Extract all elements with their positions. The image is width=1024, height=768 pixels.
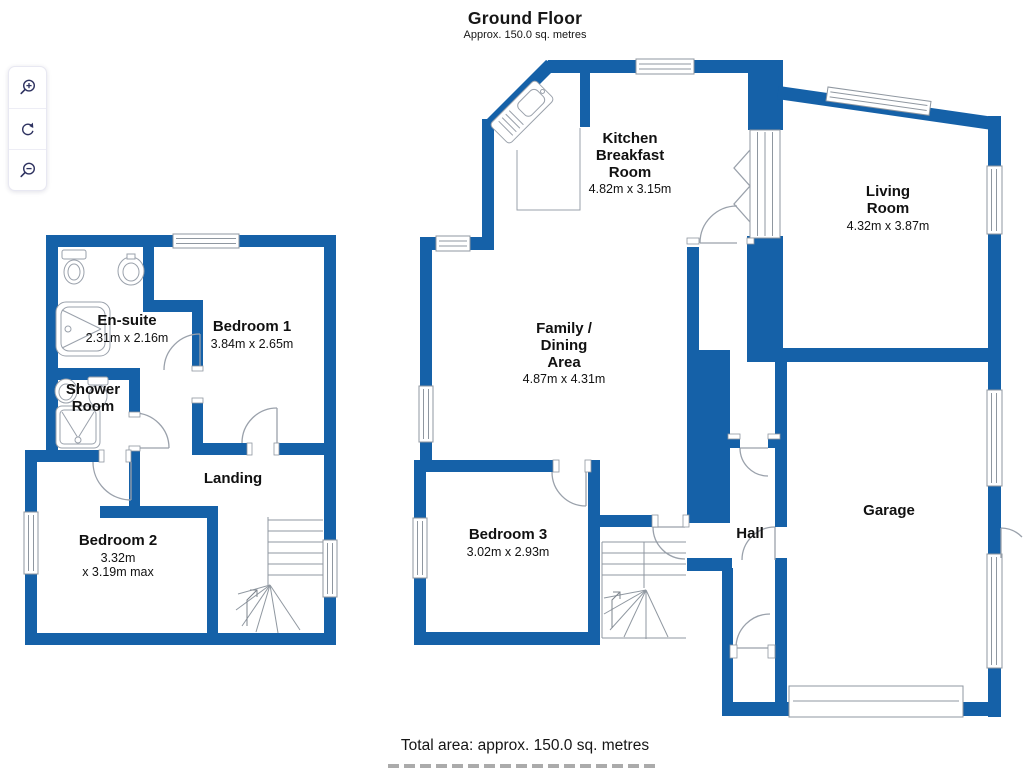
room-label-shower: Shower Room — [65, 381, 121, 416]
left-building-windows — [23, 233, 338, 598]
garage-door — [788, 685, 964, 718]
toilet-icon — [87, 376, 109, 408]
page-title: Ground Floor — [467, 8, 583, 28]
room-label-ensuite: En-suite 2.31m x 2.16m — [85, 312, 169, 345]
page-subtitle: Approx. 150.0 sq. metres — [463, 29, 587, 41]
bath-icon — [55, 301, 111, 357]
room-label-living: Living Room 4.32m x 3.87m — [846, 183, 930, 233]
ensuite-fixtures — [55, 249, 145, 357]
room-dims: 2.31m x 2.16m — [85, 330, 169, 345]
right-stairs — [601, 541, 686, 639]
room-name: Bedroom 2 — [78, 532, 158, 549]
toilet-icon — [61, 249, 87, 285]
room-name: Bedroom 3 — [468, 526, 548, 543]
room-label-bedroom1: Bedroom 1 3.84m x 2.65m — [210, 318, 294, 351]
room-name: Family / Dining Area — [536, 320, 592, 371]
room-label-kitchen: Kitchen Breakfast Room 4.82m x 3.15m — [588, 130, 672, 197]
sink-icon — [117, 253, 145, 286]
right-building-walls — [414, 60, 1001, 717]
clipped-text-artifact — [388, 764, 656, 768]
window — [23, 233, 338, 598]
basin-icon — [54, 378, 78, 404]
room-label-bedroom3: Bedroom 3 3.02m x 2.93m — [466, 526, 550, 559]
left-stairs — [235, 517, 323, 634]
room-dims: 4.32m x 3.87m — [846, 218, 930, 233]
door-jambs — [98, 237, 781, 659]
shower-tray-icon — [55, 405, 101, 449]
room-dims: 3.32m x 3.19m max — [82, 550, 154, 580]
zoom-in-button[interactable] — [9, 67, 46, 108]
zoom-in-icon — [20, 79, 36, 95]
room-dims: 4.87m x 4.31m — [522, 372, 606, 387]
right-building-doors — [551, 149, 1023, 649]
right-building-windows — [412, 58, 1003, 718]
zoom-out-icon — [20, 162, 36, 177]
zoom-out-button[interactable] — [9, 149, 46, 190]
room-name: Kitchen Breakfast Room — [595, 130, 665, 181]
kitchen-sink-icon — [490, 80, 554, 144]
room-name: Shower Room — [65, 381, 121, 415]
total-area-text: Total area: approx. 150.0 sq. metres — [400, 737, 650, 754]
rotate-button[interactable] — [9, 108, 46, 149]
room-dims: 4.82m x 3.15m — [588, 182, 672, 197]
room-name: En-suite — [97, 312, 157, 329]
room-label-landing: Landing — [203, 470, 263, 488]
room-label-family: Family / Dining Area 4.87m x 4.31m — [522, 320, 606, 387]
room-label-hall: Hall — [736, 525, 764, 543]
kitchen-fixtures — [490, 80, 581, 211]
plan-toolbar — [8, 66, 47, 191]
room-dims: 3.84m x 2.65m — [210, 336, 294, 351]
room-label-garage: Garage — [863, 502, 915, 520]
glazed-screen — [749, 129, 781, 239]
shower-room-fixtures — [54, 376, 109, 449]
room-label-bedroom2: Bedroom 2 3.32m x 3.19m max — [78, 532, 158, 580]
room-name: Living Room — [865, 183, 911, 217]
room-dims: 3.02m x 2.93m — [466, 544, 550, 559]
room-name: Hall — [736, 525, 764, 542]
rotate-icon — [22, 122, 34, 135]
room-name: Garage — [863, 502, 915, 519]
room-name: Bedroom 1 — [212, 318, 292, 335]
room-name: Landing — [203, 470, 263, 487]
